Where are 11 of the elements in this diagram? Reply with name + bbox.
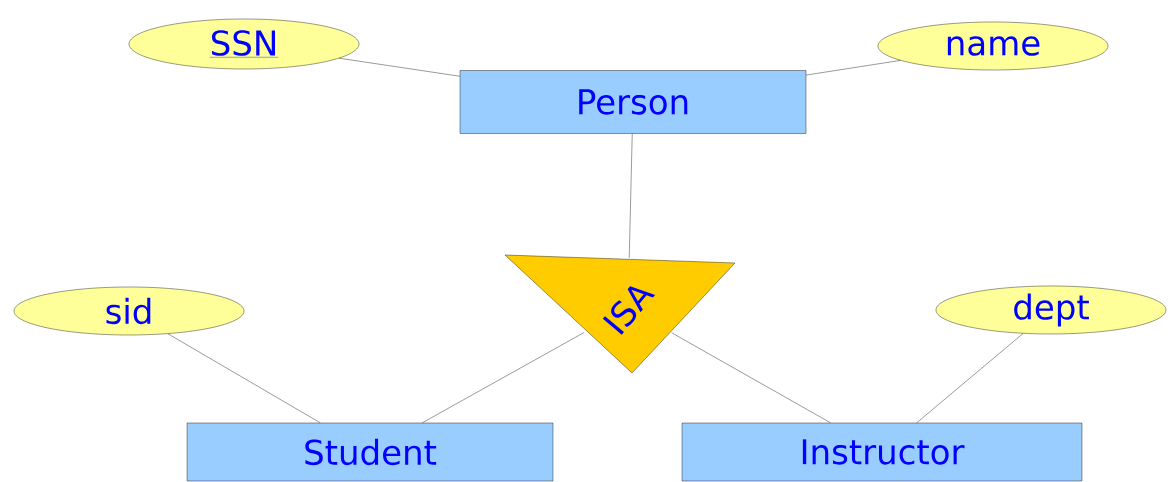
connector-line (167, 333, 321, 423)
connector-line (916, 333, 1024, 423)
entity-box: Person (459, 70, 807, 134)
connector-line (629, 133, 633, 258)
connector-line (422, 332, 585, 423)
isa-triangle: ISA (504, 254, 736, 374)
entity-box: Instructor (681, 422, 1083, 482)
connector-line (806, 60, 901, 76)
entity-box: Student (186, 422, 554, 482)
connector-line (338, 58, 460, 77)
connector-line (671, 332, 831, 423)
